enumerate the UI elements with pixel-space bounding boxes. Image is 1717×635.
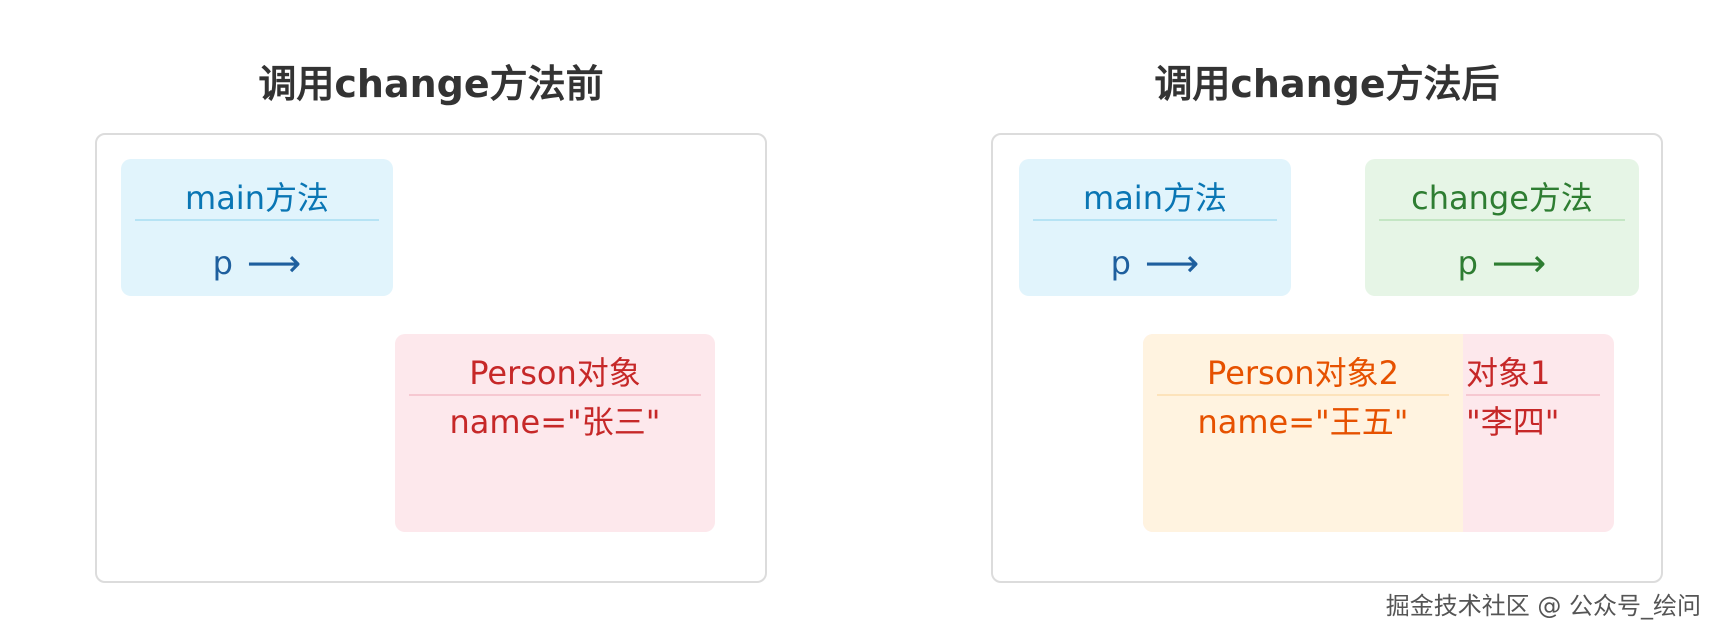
right-arrow-icon: ⟶ bbox=[246, 241, 302, 285]
right-person-object2-title: Person对象2 bbox=[1207, 354, 1399, 392]
right-panel: main方法 p⟶ change方法 p⟶ 对象1 "李四" Person对象2… bbox=[991, 133, 1663, 583]
left-person-object-box: Person对象 name="张三" bbox=[395, 334, 715, 532]
left-main-method-divider bbox=[135, 219, 379, 221]
right-main-var-name: p bbox=[1110, 244, 1131, 282]
right-person-object1-field: "李四" bbox=[1466, 403, 1560, 441]
right-main-method-divider bbox=[1033, 219, 1277, 221]
left-panel: main方法 p⟶ Person对象 name="张三" bbox=[95, 133, 767, 583]
right-arrow-icon: ⟶ bbox=[1144, 241, 1200, 285]
right-arrow-icon: ⟶ bbox=[1491, 241, 1547, 285]
right-person-object2-divider bbox=[1157, 394, 1449, 396]
left-main-var-name: p bbox=[212, 244, 233, 282]
right-main-method-box: main方法 p⟶ bbox=[1019, 159, 1291, 296]
right-main-method-title: main方法 bbox=[1083, 179, 1227, 217]
left-main-method-var: p⟶ bbox=[121, 239, 393, 287]
right-person-object2-box: Person对象2 name="王五" bbox=[1143, 334, 1463, 532]
right-change-var-name: p bbox=[1457, 244, 1478, 282]
right-person-object1-title: 对象1 bbox=[1466, 354, 1551, 392]
right-change-method-title: change方法 bbox=[1411, 179, 1593, 217]
left-main-method-title: main方法 bbox=[185, 179, 329, 217]
right-panel-title: 调用change方法后 bbox=[1154, 62, 1500, 106]
right-main-method-var: p⟶ bbox=[1019, 239, 1291, 287]
right-change-method-box: change方法 p⟶ bbox=[1365, 159, 1639, 296]
right-change-method-divider bbox=[1379, 219, 1625, 221]
left-person-object-title: Person对象 bbox=[469, 354, 641, 392]
watermark: 掘金技术社区 @ 公众号_绘问 bbox=[1385, 592, 1701, 620]
left-person-object-divider bbox=[409, 394, 701, 396]
right-person-object1-divider bbox=[1466, 394, 1600, 396]
left-panel-title: 调用change方法前 bbox=[258, 62, 604, 106]
left-main-method-box: main方法 p⟶ bbox=[121, 159, 393, 296]
left-person-object-field: name="张三" bbox=[449, 403, 661, 441]
right-person-object2-field: name="王五" bbox=[1197, 403, 1409, 441]
right-change-method-var: p⟶ bbox=[1365, 239, 1639, 287]
